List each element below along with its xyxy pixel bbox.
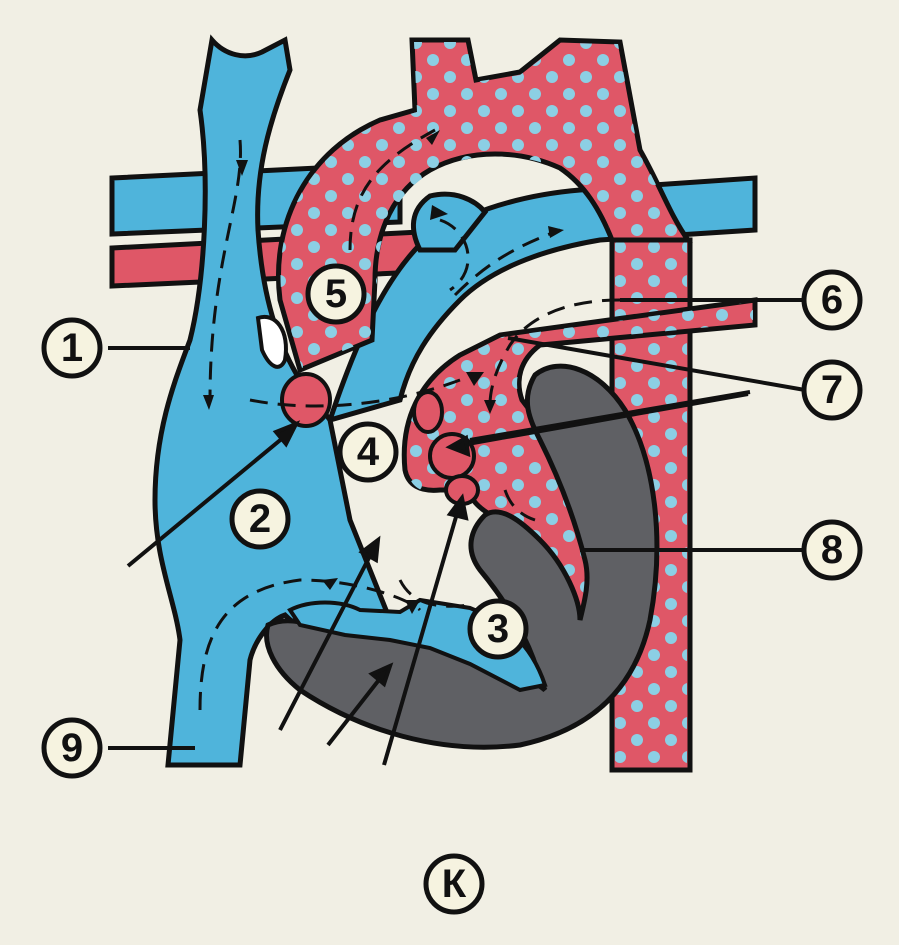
callout-4: 4 xyxy=(336,420,400,484)
callout-4-label: 4 xyxy=(336,420,400,484)
valve-left xyxy=(282,374,330,426)
callout-2-label: 2 xyxy=(228,487,292,551)
figure-label: К xyxy=(422,852,486,916)
callout-1-label: 1 xyxy=(40,316,104,380)
callout-5: 5 xyxy=(304,262,368,326)
figure-label-text: К xyxy=(422,852,486,916)
callout-8-label: 8 xyxy=(800,518,864,582)
callout-6-label: 6 xyxy=(800,268,864,332)
callout-7: 7 xyxy=(800,358,864,422)
callout-1: 1 xyxy=(40,316,104,380)
callout-3: 3 xyxy=(466,597,530,661)
callout-7-label: 7 xyxy=(800,358,864,422)
callout-5-label: 5 xyxy=(304,262,368,326)
callout-6: 6 xyxy=(800,268,864,332)
callout-9-label: 9 xyxy=(40,716,104,780)
callout-8: 8 xyxy=(800,518,864,582)
valve-upper xyxy=(414,392,442,432)
callout-2: 2 xyxy=(228,487,292,551)
callout-9: 9 xyxy=(40,716,104,780)
callout-3-label: 3 xyxy=(466,597,530,661)
